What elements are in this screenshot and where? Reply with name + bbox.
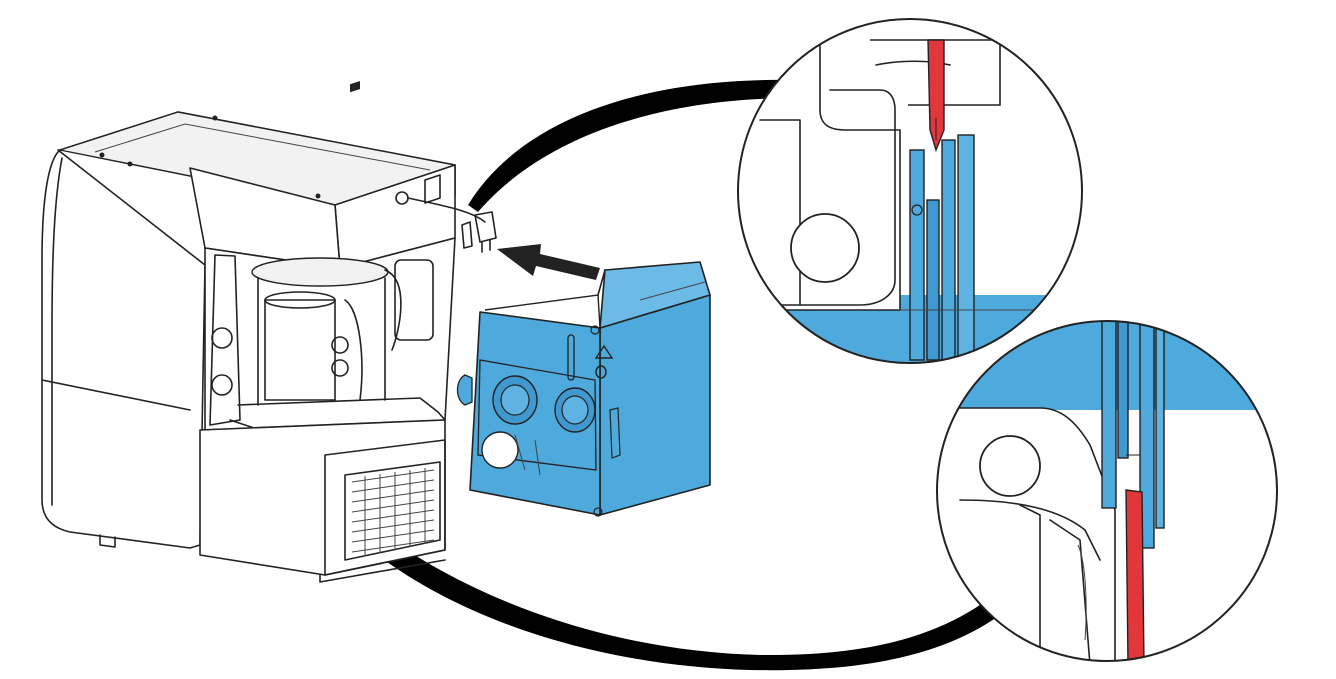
leader-ribbon-top — [468, 79, 790, 213]
triangle-marker-icon — [594, 344, 614, 359]
arrow-left-icon — [497, 244, 600, 280]
blue-cartridge — [456, 261, 711, 517]
printer-body — [41, 81, 497, 583]
detail-zoom-bottom — [936, 320, 1278, 662]
detail-zoom-top — [737, 18, 1083, 364]
vent-grille — [344, 461, 441, 561]
circle-marker-icon — [595, 365, 607, 379]
